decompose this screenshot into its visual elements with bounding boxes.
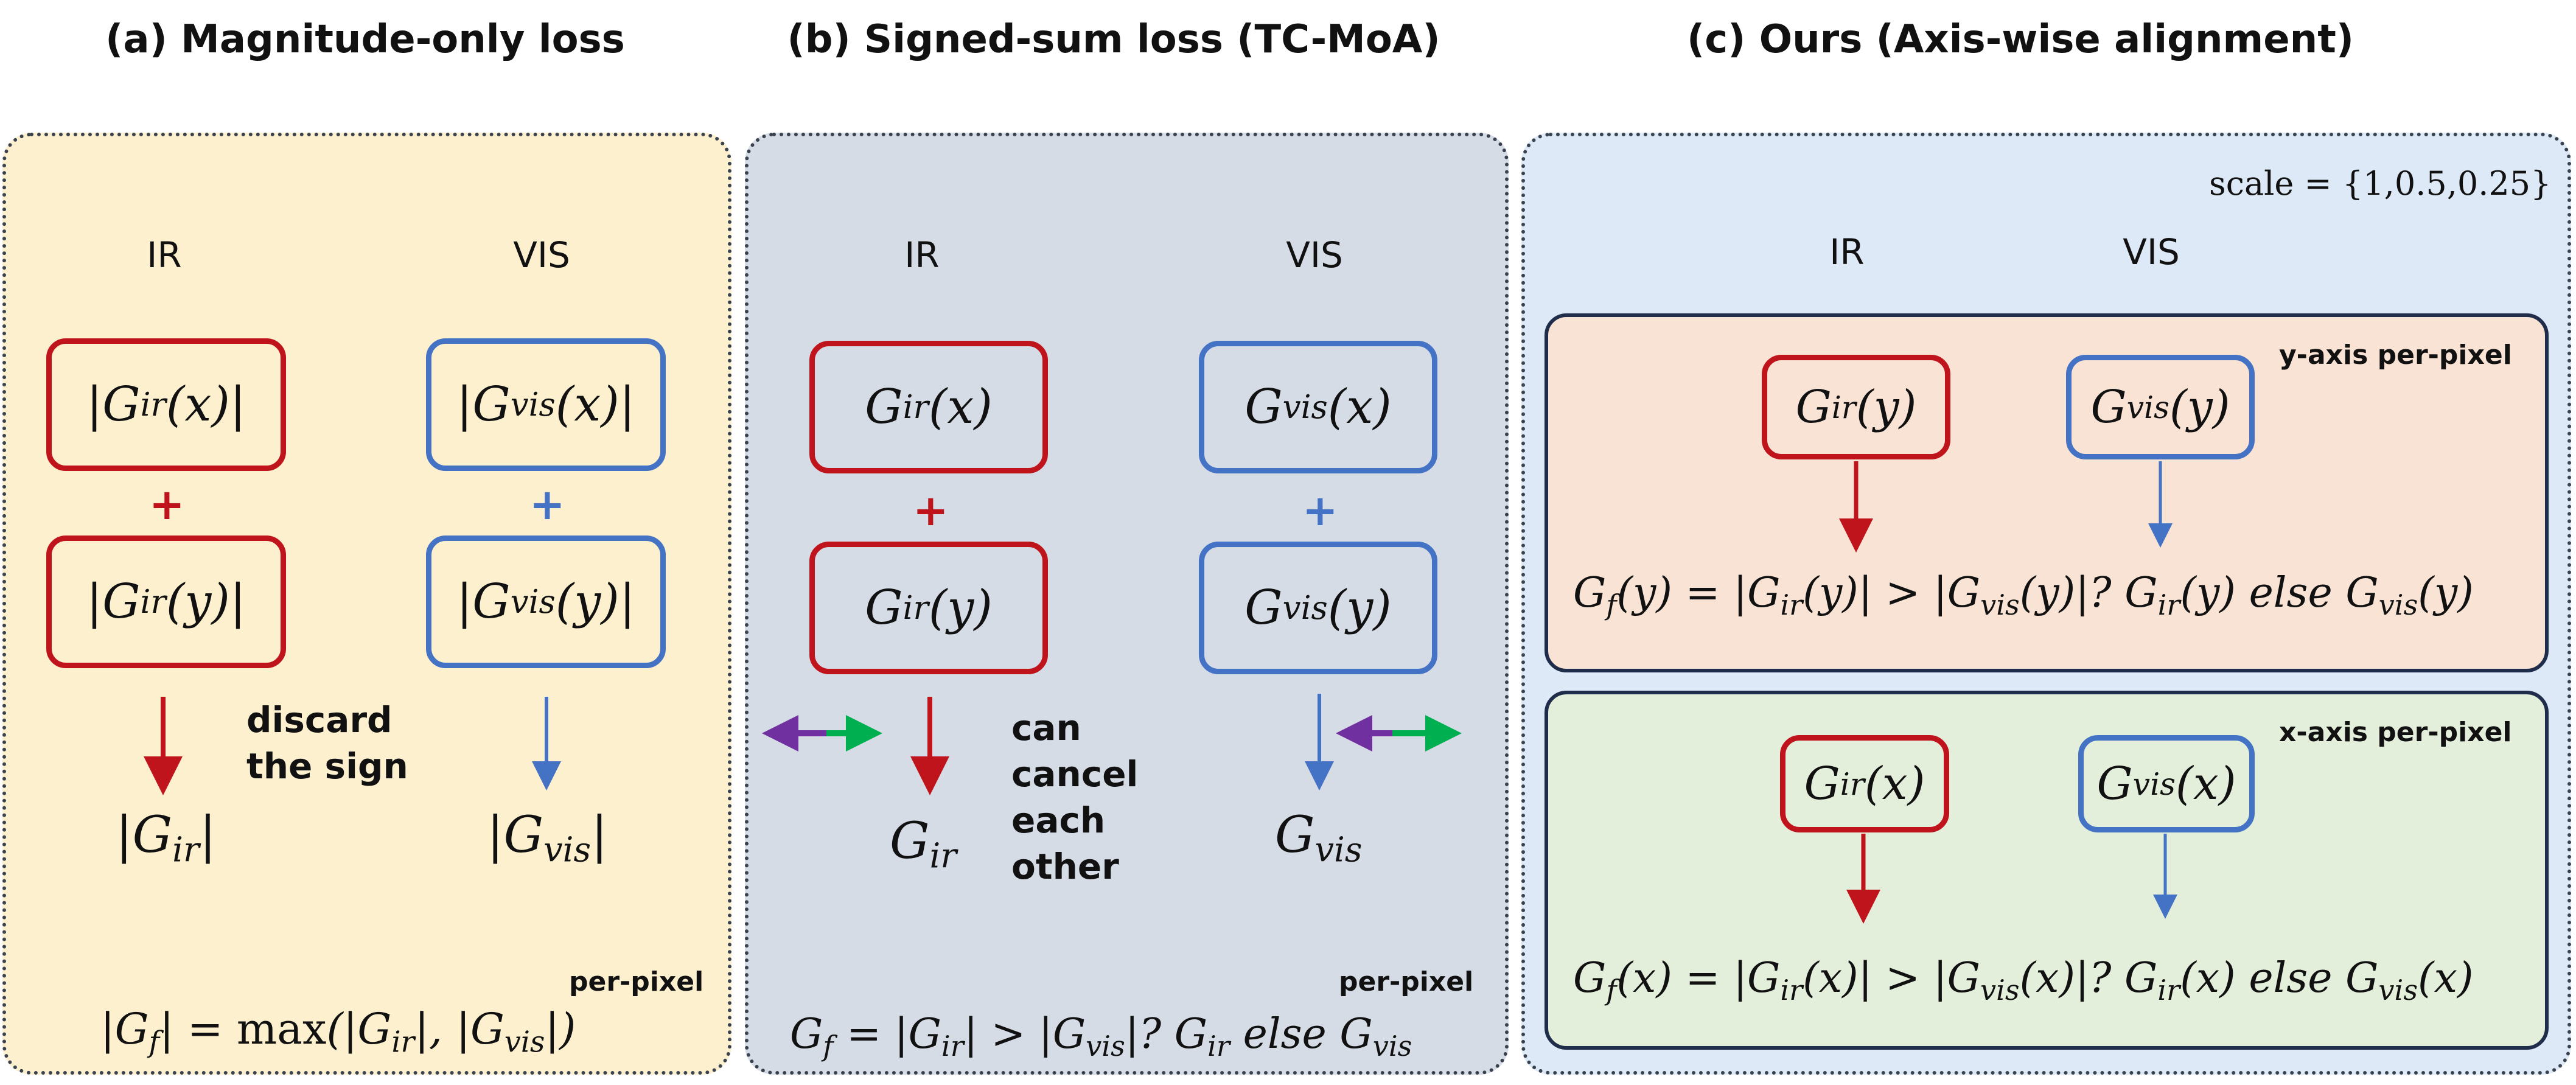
panel-c-scale: scale = {1,0.5,0.25} [2209, 164, 2552, 203]
x-axis-subpanel [1545, 691, 2549, 1050]
panel-b-note: can cancel each other [1011, 707, 1139, 887]
panel-a-vis-label: VIS [513, 234, 570, 276]
panel-b-out-vis: Gvis [1275, 806, 1363, 870]
panel-a-out-vis: |Gvis| [487, 806, 608, 870]
panel-b [745, 133, 1509, 1075]
panel-b-ir-label: IR [904, 234, 940, 276]
y-axis-tag: y-axis per-pixel [2279, 340, 2512, 371]
panel-a-out-ir: |Gir| [116, 806, 217, 870]
panel-b-title: (b) Signed-sum loss (TC-MoA) [787, 17, 1440, 62]
panel-b-plus-ir: + [913, 486, 949, 536]
y-axis-subpanel [1545, 313, 2549, 672]
panel-a-per-pixel: per-pixel [569, 966, 704, 997]
panel-a-formula: |Gf| = max(|Gir|, |Gvis|) [100, 1004, 576, 1059]
y-formula: Gf(y) = |Gir(y)| > |Gvis(y)|? Gir(y) els… [1573, 569, 2474, 621]
panel-a [2, 133, 731, 1075]
panel-a-title: (a) Magnitude-only loss [105, 17, 625, 62]
panel-a-plus-ir: + [149, 480, 185, 529]
panel-c-title: (c) Ours (Axis-wise alignment) [1686, 17, 2354, 62]
panel-a-plus-vis: + [529, 480, 565, 529]
panel-b-vis-label: VIS [1286, 234, 1343, 276]
panel-c-ir-label: IR [1829, 231, 1865, 273]
panel-a-ir-label: IR [147, 234, 182, 276]
panel-c-vis-label: VIS [2123, 231, 2180, 273]
x-formula: Gf(x) = |Gir(x)| > |Gvis(x)|? Gir(x) els… [1573, 954, 2474, 1007]
panel-b-out-ir: Gir [890, 812, 957, 876]
x-axis-tag: x-axis per-pixel [2279, 717, 2512, 748]
panel-b-per-pixel: per-pixel [1339, 966, 1474, 997]
panel-a-note: discard the sign [246, 699, 408, 787]
panel-b-plus-vis: + [1302, 486, 1338, 536]
panel-b-formula: Gf = |Gir| > |Gvis|? Gir else Gvis [790, 1010, 1412, 1062]
